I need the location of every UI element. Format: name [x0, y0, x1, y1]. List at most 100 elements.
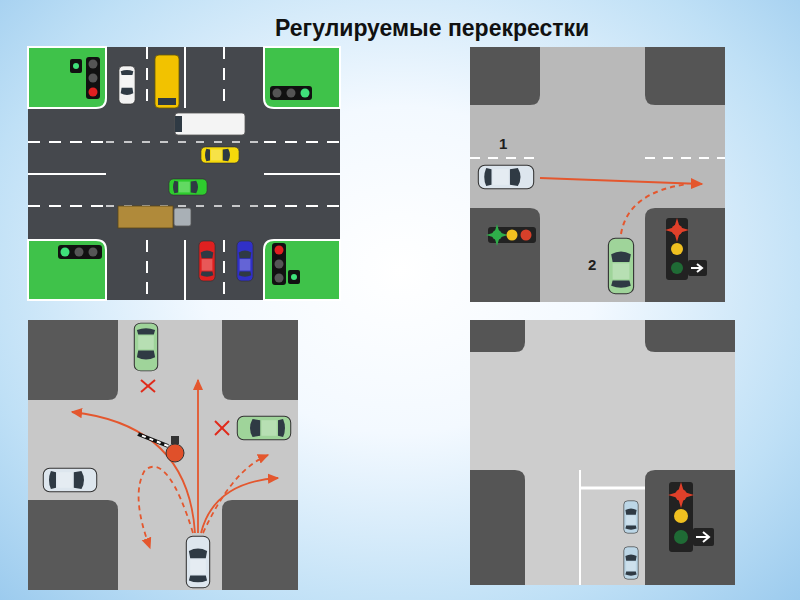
road-surface — [470, 47, 725, 302]
panel-bottom-right — [470, 320, 735, 585]
prohibition-crosses-line — [215, 421, 229, 435]
traffic-lights-use — [486, 224, 508, 246]
traffic-lights-rect — [270, 86, 312, 100]
traffic-lights-circle — [671, 262, 683, 274]
road-markings-line — [580, 487, 645, 490]
movement-arrows-path — [72, 412, 195, 533]
movement-arrows-path — [201, 478, 278, 533]
vehicles-use — [186, 536, 209, 588]
dark-corners-path — [470, 320, 525, 352]
vehicles-rect — [175, 113, 245, 135]
lane-lines-g-line — [146, 240, 148, 300]
traffic-light-circle — [674, 509, 688, 523]
lane-lines-g-line — [264, 205, 340, 207]
dark-corners — [470, 47, 725, 302]
lane-lines-g-line — [28, 205, 106, 207]
traffic-light-rect — [669, 482, 693, 552]
dark-corners-path — [645, 208, 725, 302]
traffic-lights-circle — [275, 274, 284, 283]
lane-lines-g — [28, 47, 340, 300]
small-car — [624, 547, 638, 579]
traffic-lights-circle — [275, 260, 284, 269]
lane-lines-g-line — [264, 141, 340, 143]
lane-lines — [470, 157, 725, 159]
traffic-lights-circle — [507, 230, 518, 241]
vehicles-use — [201, 147, 239, 163]
traffic-controller — [138, 434, 184, 462]
traffic-light-rect — [693, 528, 714, 546]
car-two — [608, 238, 633, 293]
dark-corners-path — [645, 47, 725, 105]
traffic-lights — [58, 57, 312, 285]
lane-lines-line — [184, 240, 186, 300]
movement-arrows — [72, 380, 278, 548]
traffic-lights-circle — [89, 88, 98, 97]
lane-lines-line — [28, 173, 106, 175]
vehicles-use — [134, 323, 157, 371]
movement-arrows-path — [203, 455, 268, 533]
traffic-controller-rect — [171, 436, 179, 444]
small-car — [624, 501, 638, 533]
road-surface — [28, 47, 340, 300]
road-surface — [28, 320, 298, 590]
traffic-lights-circle — [89, 74, 98, 83]
vehicles — [118, 55, 253, 281]
green-corners-path — [28, 47, 106, 108]
prohibition-crosses-line — [215, 421, 229, 435]
dark-corners-path — [470, 208, 540, 302]
traffic-lights-circle — [89, 60, 98, 69]
dark-corners — [470, 320, 735, 585]
traffic-lights-path — [691, 264, 702, 272]
green-corners-path — [264, 47, 340, 108]
movement-arrows-path — [139, 467, 193, 548]
traffic-lights-circle — [73, 63, 79, 69]
road-surface — [470, 320, 735, 585]
prohibition-crosses-line — [141, 380, 155, 392]
traffic-lights-circle — [275, 246, 284, 255]
lane-lines-g-line — [146, 47, 148, 108]
dark-corners-path — [222, 500, 298, 590]
dark-corners-path — [645, 320, 735, 352]
lane-lines-line — [470, 157, 540, 159]
traffic-light-circle — [674, 530, 688, 544]
vehicles-use — [119, 66, 135, 104]
dark-corners — [28, 320, 298, 590]
traffic-light — [668, 482, 714, 552]
traffic-controller-circle — [166, 444, 184, 462]
traffic-lights-circle — [273, 89, 282, 98]
traffic-lights-rect — [288, 270, 300, 284]
lane-lines-line — [645, 157, 725, 159]
panel-top-right — [470, 47, 725, 302]
traffic-lights-circle — [61, 248, 70, 257]
traffic-light-use — [668, 482, 694, 508]
traffic-controller-line — [138, 434, 168, 446]
dark-corners-path — [470, 470, 525, 585]
road-markings — [580, 470, 645, 585]
lane-lines-g-line — [223, 47, 225, 108]
traffic-lights-circle — [521, 230, 532, 241]
car-one — [478, 165, 533, 188]
vehicles-use — [237, 416, 290, 439]
lane-lines-line — [264, 173, 340, 175]
lane-lines-g-line — [106, 141, 264, 143]
page-title: Регулируемые перекрестки — [275, 15, 589, 42]
traffic-lights-rect — [688, 260, 707, 276]
traffic-lights-rect — [58, 245, 102, 259]
vehicles-rect — [174, 208, 191, 226]
traffic-lights-rect — [86, 57, 100, 99]
callout-number: 1 — [499, 136, 507, 151]
lane-lines — [28, 47, 340, 300]
panel-bottom-left — [28, 320, 298, 590]
traffic-lights — [486, 218, 707, 280]
path-arrow — [540, 178, 702, 184]
traffic-lights-circle — [291, 274, 297, 280]
lane-lines-g-line — [28, 141, 106, 143]
vehicles-use — [199, 241, 215, 281]
traffic-lights-rect — [272, 243, 286, 285]
traffic-lights-circle — [301, 89, 310, 98]
vehicles — [43, 323, 290, 588]
dark-corners-path — [28, 500, 118, 590]
vehicles-use — [237, 241, 253, 281]
dark-corners-path — [28, 320, 118, 400]
